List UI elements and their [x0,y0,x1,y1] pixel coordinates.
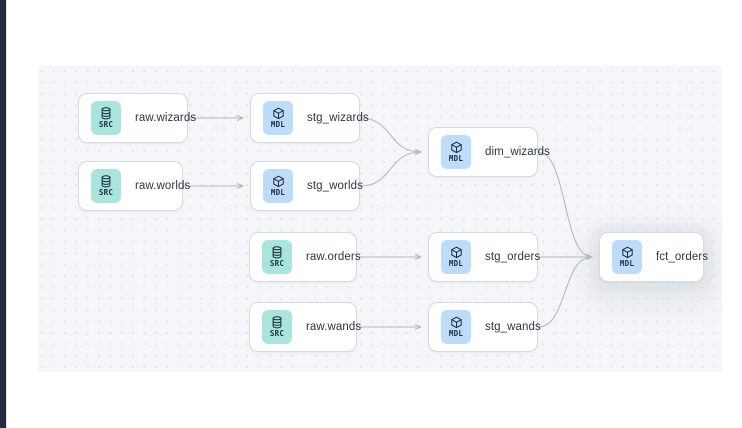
node-label: stg_orders [485,251,541,263]
node-type-label: MDL [270,188,286,198]
lineage-node-stg_worlds[interactable]: MDL stg_worlds [250,161,363,211]
lineage-edge-stg_wands-to-fct_orders [537,257,592,328]
node-type-label: MDL [270,120,286,130]
cube-icon: MDL [612,240,642,274]
database-icon: SRC [262,310,292,344]
lineage-edge-stg_wizards-to-dim_wizards [359,117,421,152]
lineage-edge-stg_worlds-to-dim_wizards [359,152,421,187]
node-type-label: SRC [269,259,285,269]
lineage-node-raw_wands[interactable]: SRC raw.wands [249,302,361,352]
node-type-label: SRC [269,329,285,339]
node-type-label: MDL [619,259,635,269]
lineage-node-dim_wizards[interactable]: MDL dim_wizards [428,127,550,177]
node-type-label: SRC [98,120,114,130]
sidebar-rail[interactable] [0,0,6,428]
node-label: raw.wizards [135,112,197,124]
lineage-node-stg_orders[interactable]: MDL stg_orders [428,232,541,282]
node-label: raw.wands [306,321,362,333]
database-icon: SRC [91,101,121,135]
lineage-node-stg_wands[interactable]: MDL stg_wands [428,302,541,352]
node-type-label: MDL [448,329,464,339]
node-label: stg_wands [485,321,541,333]
node-label: dim_wizards [485,146,551,158]
lineage-node-stg_wizards[interactable]: MDL stg_wizards [250,93,369,143]
node-type-label: MDL [448,259,464,269]
node-label: fct_orders [656,251,709,263]
node-type-label: MDL [448,154,464,164]
cube-icon: MDL [441,135,471,169]
cube-icon: MDL [263,101,293,135]
node-label: raw.worlds [135,180,191,192]
lineage-node-raw_worlds[interactable]: SRC raw.worlds [78,161,190,211]
lineage-node-raw_wizards[interactable]: SRC raw.wizards [78,93,196,143]
cube-icon: MDL [441,240,471,274]
cube-icon: MDL [441,310,471,344]
lineage-node-raw_orders[interactable]: SRC raw.orders [249,232,361,282]
database-icon: SRC [262,240,292,274]
node-label: raw.orders [306,251,361,263]
database-icon: SRC [91,169,121,203]
lineage-edge-dim_wizards-to-fct_orders [537,151,592,257]
lineage-node-fct_orders[interactable]: MDL fct_orders [599,232,708,282]
sidebar-rail-divider [6,0,7,428]
node-type-label: SRC [98,188,114,198]
node-label: stg_worlds [307,180,363,192]
cube-icon: MDL [263,169,293,203]
node-label: stg_wizards [307,112,369,124]
